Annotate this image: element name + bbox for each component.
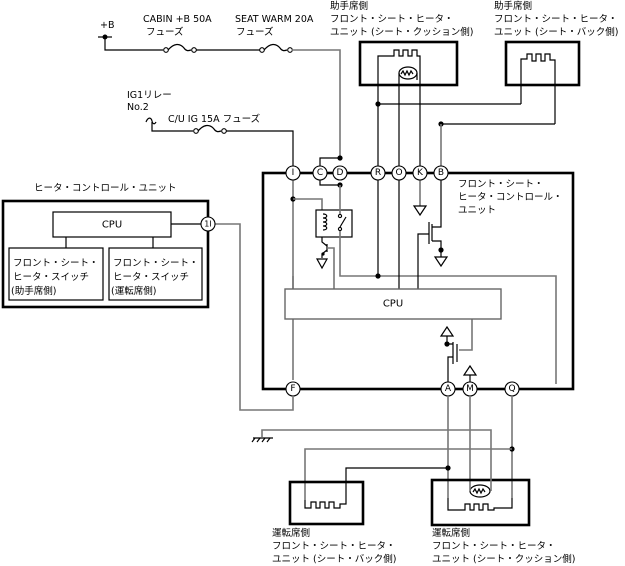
- battery-label: +B: [100, 20, 114, 31]
- pin-K: K: [412, 165, 428, 181]
- ground-icon: [315, 258, 329, 270]
- driver-back-heater-element: [304, 500, 347, 509]
- supply-icon: [439, 325, 455, 337]
- sw-p-3: (助手席側): [11, 285, 56, 297]
- driver-back-box: [288, 480, 365, 526]
- driver-back-label-2: フロント・シート・ヒータ・: [272, 541, 396, 552]
- seat-warm-20a-fuse: SEAT WARM 20A フューズ: [235, 14, 341, 158]
- passenger-cushion-box: [358, 40, 459, 87]
- passenger-back-heater-unit: 助手席側 フロント・シート・ヒータ・ ユニット (シート・バック側): [375, 0, 618, 127]
- shcu-label-3: ユニット: [458, 205, 496, 216]
- pin-Q: Q: [504, 381, 520, 397]
- relay-coil-icon: [322, 213, 328, 231]
- fuse3-label: C/U IG 15A フューズ: [168, 113, 261, 125]
- hcu-cpu: [52, 211, 172, 238]
- main-cpu-label: CPU: [383, 299, 403, 310]
- main-cpu: CPU: [284, 288, 502, 320]
- sw-d-3: (運転席側): [111, 285, 156, 297]
- seat-heater-control-unit-label: フロント・シート・ ヒータ・コントロール・ ユニット: [458, 179, 563, 216]
- sw-d-2: ヒータ・スイッチ: [113, 272, 189, 283]
- svg-text:C: C: [317, 168, 323, 178]
- driver-back-heater-unit: 運転席側 フロント・シート・ヒータ・ ユニット (シート・バック側): [272, 480, 396, 565]
- svg-text:R: R: [375, 168, 381, 178]
- battery-plus-b: +B: [98, 20, 163, 51]
- pin-D: D: [332, 165, 348, 181]
- driver-cushion-label-2: フロント・シート・ヒータ・: [432, 541, 556, 552]
- svg-text:K: K: [417, 168, 424, 178]
- pin-O: O: [391, 165, 407, 181]
- svg-text:I: I: [292, 168, 295, 178]
- driver-cushion-label-1: 運転席側: [432, 527, 470, 539]
- passenger-seat-heater-switch: [8, 247, 104, 301]
- fuse1-label-line2: フューズ: [146, 26, 184, 38]
- pin-1I: 1I: [204, 220, 211, 229]
- passenger-back-label-3: ユニット (シート・バック側): [494, 26, 618, 38]
- ig1-relay-no2: IG1リレー No.2: [127, 90, 193, 132]
- pin-R: R: [370, 165, 386, 181]
- lower-wiring: [251, 396, 515, 500]
- passenger-cushion-label-3: ユニット (シート・クッション側): [330, 26, 473, 38]
- pin-F: F: [285, 381, 301, 397]
- driver-cushion-heater-unit: 運転席側 フロント・シート・ヒータ・ ユニット (シート・クッション側): [430, 436, 575, 565]
- pin-M: M: [462, 381, 478, 397]
- passenger-back-label-2: フロント・シート・ヒータ・: [494, 14, 618, 25]
- passenger-cushion-heater-unit: 助手席側 フロント・シート・ヒータ・ ユニット (シート・クッション側): [330, 0, 473, 166]
- svg-text:D: D: [337, 168, 344, 178]
- ground-icon: [412, 205, 428, 217]
- cabin-b-50a-fuse: CABIN +B 50A フューズ: [143, 14, 260, 53]
- heater-control-unit: ヒータ・コントロール・ユニット CPU フロント・シート・ ヒータ・スイッチ (…: [1, 183, 294, 411]
- internal-relay: [315, 209, 353, 238]
- shcu-label-1: フロント・シート・: [458, 179, 544, 190]
- passenger-back-heater-element: [520, 53, 556, 124]
- pin-I: I: [285, 165, 301, 181]
- svg-text:F: F: [290, 384, 295, 394]
- passenger-cushion-label-2: フロント・シート・ヒータ・: [330, 14, 454, 25]
- driver-cushion-box: [430, 478, 531, 527]
- fuse2-label-line1: SEAT WARM 20A: [235, 14, 314, 25]
- fuse1-label-line1: CABIN +B 50A: [143, 14, 212, 25]
- internal-wiring: [290, 180, 557, 384]
- svg-text:A: A: [445, 384, 452, 394]
- supply-icon: [462, 364, 478, 376]
- passenger-back-box: [504, 40, 581, 87]
- ig1-relay-line2: No.2: [127, 102, 149, 113]
- hcu-label: ヒータ・コントロール・ユニット: [34, 183, 177, 194]
- ig1-relay-line1: IG1リレー: [127, 90, 172, 101]
- svg-text:B: B: [438, 168, 444, 178]
- svg-text:Q: Q: [508, 384, 515, 394]
- passenger-cushion-heater-element: [377, 49, 421, 166]
- driver-cushion-heater-element: [447, 498, 513, 511]
- sw-d-1: フロント・シート・: [113, 258, 199, 269]
- pin-C: C: [312, 165, 328, 181]
- bottom-connector-pins: F A M Q: [285, 381, 520, 397]
- driver-back-label-3: ユニット (シート・バック側): [272, 553, 396, 565]
- sw-p-2: ヒータ・スイッチ: [13, 272, 89, 283]
- svg-text:O: O: [395, 168, 402, 178]
- driver-seat-heater-switch: [108, 247, 203, 301]
- pin-B: B: [433, 165, 449, 181]
- driver-cushion-label-3: ユニット (シート・クッション側): [432, 553, 575, 565]
- sw-p-1: フロント・シート・: [13, 258, 99, 269]
- svg-text:M: M: [466, 384, 474, 394]
- ground-icon: [433, 256, 449, 268]
- hcu-box: [1, 199, 210, 309]
- passenger-cushion-label-1: 助手席側: [330, 0, 368, 12]
- pin-A: A: [440, 381, 456, 397]
- cu-ig-15a-fuse: C/U IG 15A フューズ: [168, 113, 294, 166]
- shcu-label-2: ヒータ・コントロール・: [458, 192, 563, 203]
- fuse2-label-line2: フューズ: [236, 26, 274, 38]
- passenger-back-label-1: 助手席側: [494, 0, 532, 12]
- hcu-cpu-label: CPU: [102, 220, 122, 231]
- driver-back-label-1: 運転席側: [272, 527, 310, 539]
- top-connector-pins: I C D R O K B: [285, 165, 449, 181]
